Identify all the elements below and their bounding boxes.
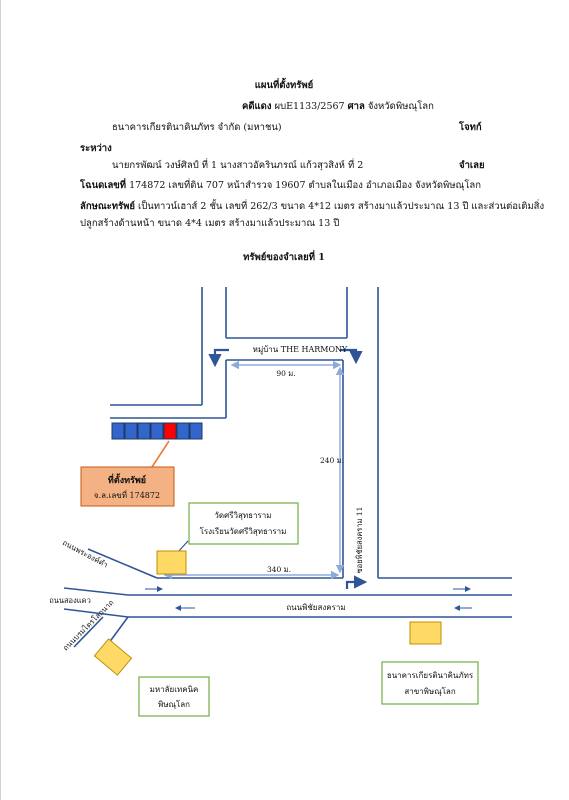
property-box-title: ที่ตั้งทรัพย์ bbox=[108, 473, 146, 486]
map-title: ทรัพย์ของจำเลยที่ 1 bbox=[243, 252, 325, 263]
temple-label-box bbox=[188, 502, 299, 545]
between-label: ระหว่าง bbox=[80, 143, 112, 154]
arrow-left-turn bbox=[208, 348, 229, 368]
arrow-soi-entry bbox=[345, 575, 368, 589]
soi-label: ซอยพิชัยสงคราม 11 bbox=[355, 507, 364, 574]
traffic-arrows bbox=[145, 586, 472, 611]
college-label-box bbox=[138, 676, 210, 717]
court-label: ศาล bbox=[347, 101, 365, 112]
road-song-khwae-label: ถนนสองแคว bbox=[49, 596, 91, 605]
townhouse-unit bbox=[150, 422, 164, 440]
defendant-role: จำเลย bbox=[459, 160, 485, 171]
case-number: ผบE1133/2567 bbox=[274, 101, 345, 112]
deed-line: โฉนดเลขที่ 174872 เลขที่ดิน 707 หน้าสำรว… bbox=[80, 180, 481, 192]
page-title: แผนที่ตั้งทรัพย์ bbox=[254, 80, 314, 91]
townhouse-row bbox=[111, 422, 203, 440]
road-line bbox=[63, 608, 129, 618]
bank-label-box bbox=[381, 661, 479, 705]
defendants-names: นายกรพัฒน์ วงษ์ศิลป์ ที่ 1 นางสาวอัครินภ… bbox=[112, 160, 364, 171]
court-name: จังหวัดพิษณุโลก bbox=[367, 101, 434, 112]
temple-name: วัดศรีวิสุทธาราม bbox=[214, 511, 271, 520]
bank-name: ธนาคารเกียรตินาคินภัทร bbox=[387, 671, 474, 680]
temple-marker bbox=[156, 550, 187, 575]
case-line: คดีแดง ผบE1133/2567 ศาล จังหวัดพิษณุโลก bbox=[242, 101, 434, 113]
case-label: คดีแดง bbox=[242, 101, 272, 112]
subject-property-unit bbox=[163, 422, 177, 440]
college-marker bbox=[93, 638, 133, 676]
property-pointer bbox=[151, 440, 170, 468]
distance-240m: 240 ม. bbox=[320, 456, 344, 465]
property-desc-1: เป็นทาวน์เฮาส์ 2 ชั้น เลขที่ 262/3 ขนาด … bbox=[137, 201, 545, 212]
temple-school-name: โรงเรียนวัดศรีวิสุทธาราม bbox=[200, 526, 287, 536]
road-main-label: ถนนพิชัยสงคราม bbox=[286, 603, 345, 612]
property-location-box bbox=[80, 466, 175, 507]
direction-arrows bbox=[208, 348, 368, 589]
village-label: หมู่บ้าน THE HARMONY bbox=[253, 345, 348, 355]
road-line bbox=[73, 616, 104, 648]
townhouse-unit bbox=[176, 422, 190, 440]
plaintiff-name: ธนาคารเกียรตินาคินภัทร จำกัด (มหาชน) bbox=[112, 122, 282, 133]
temple-pointer bbox=[177, 540, 189, 553]
townhouse-unit bbox=[137, 422, 151, 440]
arrow-right-turn bbox=[340, 348, 363, 365]
townhouse-unit bbox=[111, 422, 125, 440]
route-lines bbox=[163, 360, 345, 580]
road-line bbox=[63, 587, 129, 596]
property-box-deed: จ.ล.เลขที่ 174872 bbox=[94, 489, 160, 500]
plaintiff-role: โจทก์ bbox=[459, 122, 482, 133]
property-line-2: ปลูกสร้างด้านหน้า ขนาด 4*4 เมตร สร้างมาแ… bbox=[80, 218, 340, 229]
property-line-1: ลักษณะทรัพย์ เป็นทาวน์เฮาส์ 2 ชั้น เลขที… bbox=[80, 201, 544, 213]
townhouse-unit bbox=[124, 422, 138, 440]
deed-label: โฉนดเลขที่ bbox=[80, 180, 127, 191]
bank-branch: สาขาพิษณุโลก bbox=[404, 686, 456, 696]
distance-340m: 340 ม. bbox=[267, 565, 291, 574]
deed-text: 174872 เลขที่ดิน 707 หน้าสำรวจ 19607 ตำบ… bbox=[129, 180, 482, 191]
college-name-1: มหาลัยเทคนิค bbox=[150, 685, 199, 694]
distance-90m: 90 ม. bbox=[276, 369, 295, 378]
page-edge bbox=[0, 0, 1, 800]
bank-marker bbox=[409, 621, 442, 645]
road-line bbox=[87, 548, 158, 579]
road-phra-ong-dam-label: ถนนพระองค์ดำ bbox=[61, 538, 109, 569]
college-name-2: พิษณุโลก bbox=[158, 699, 190, 709]
property-label: ลักษณะทรัพย์ bbox=[80, 201, 135, 212]
townhouse-unit bbox=[189, 422, 203, 440]
